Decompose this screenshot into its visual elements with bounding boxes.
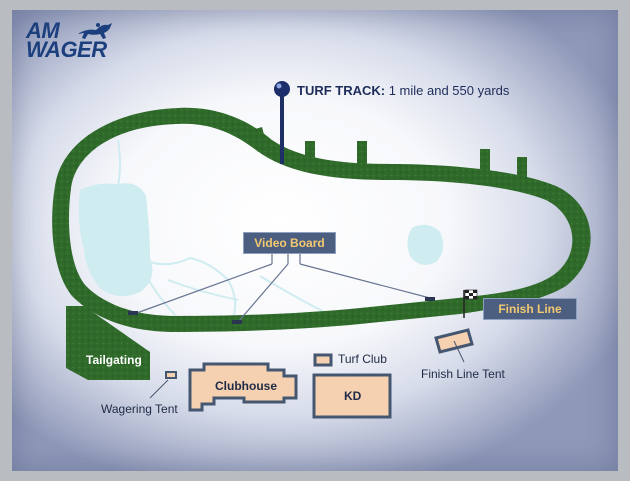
finish-line-tent [434,328,474,363]
horse-jockey-icon [78,23,112,39]
screen-marker [232,320,242,324]
tailgating-area [66,306,150,380]
checkered-flag-icon [463,289,478,318]
infield-pond [407,224,444,265]
turf-track-title: TURF TRACK: [297,83,386,98]
finish-line-label: Finish Line [483,298,577,320]
finish-line-tent-label: Finish Line Tent [421,367,505,381]
logo-line-1: AM [26,18,60,43]
screen-marker [128,311,138,315]
turf-track [52,107,591,332]
video-board-label: Video Board [243,232,336,254]
wagering-tent [165,371,177,379]
wagering-tent-leader [149,379,169,399]
turf-track-distance: 1 mile and 550 yards [385,83,510,98]
kd-label: KD [344,389,362,403]
infield-lake [78,183,153,297]
tailgating-label: Tailgating [86,353,142,367]
turf-track-label: TURF TRACK: 1 mile and 550 yards [297,83,509,98]
logo-line-2: WAGER [26,37,107,62]
am-wager-logo: AM WAGER [26,18,118,62]
turf-club-label: Turf Club [338,352,387,366]
clubhouse-building [188,362,298,412]
turf-club-building [313,353,333,367]
kd-building [312,373,392,419]
clubhouse-label: Clubhouse [215,379,277,393]
video-board-leaders [133,254,431,323]
screen-marker [425,297,435,301]
map-pin-icon [274,81,290,97]
wagering-tent-label: Wagering Tent [101,402,178,416]
